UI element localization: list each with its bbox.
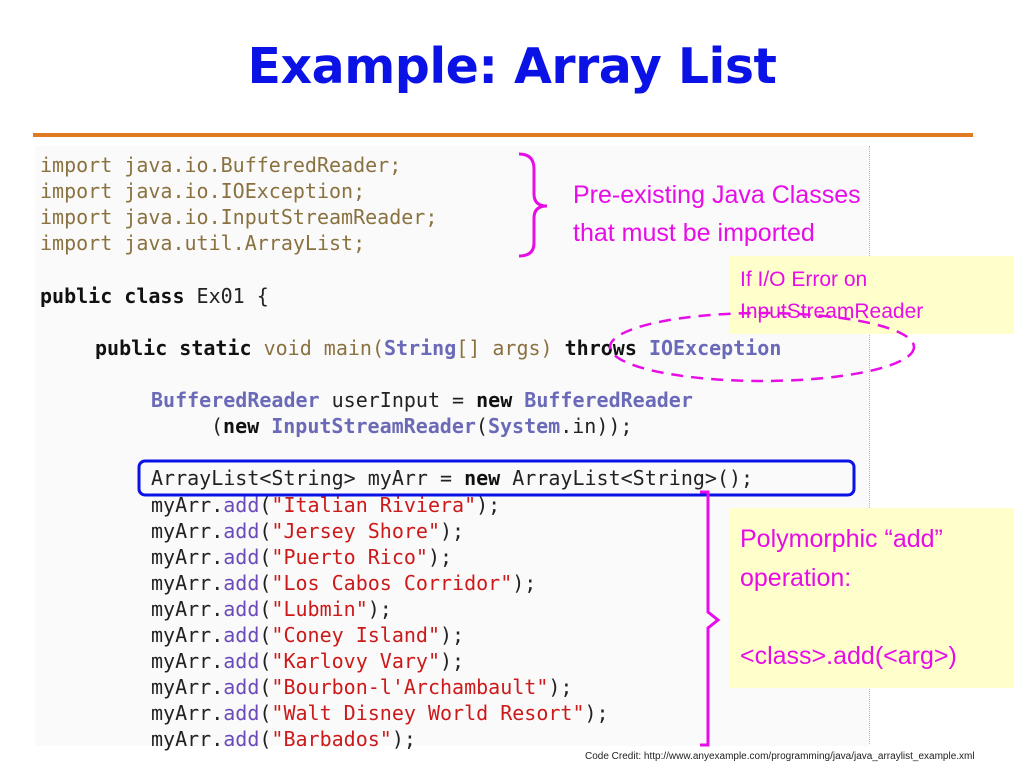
add-receiver: myArr. <box>151 675 224 699</box>
add-receiver: myArr. <box>151 597 224 621</box>
add-argument: "Bourbon-l'Archambault" <box>271 675 549 699</box>
polymorphic-callout: Polymorphic “add” operation: <class>.add… <box>730 508 1014 688</box>
add-receiver: myArr. <box>151 493 224 517</box>
polymorphic-note-line-1: Polymorphic “add” <box>740 525 943 553</box>
add-method: add <box>223 545 260 569</box>
add-argument: "Italian Riviera" <box>271 493 477 517</box>
add-method: add <box>223 493 260 517</box>
add-argument: "Los Cabos Corridor" <box>271 571 513 595</box>
add-call-line: myArr.add("Puerto Rico"); <box>151 545 453 569</box>
add-call-line: myArr.add("Los Cabos Corridor"); <box>151 571 537 595</box>
imports-note-line-1: Pre-existing Java Classes <box>573 181 861 209</box>
title-divider <box>33 133 973 137</box>
add-receiver: myArr. <box>151 623 224 647</box>
add-method: add <box>223 701 260 725</box>
add-call-line: myArr.add("Barbados"); <box>151 727 416 751</box>
add-argument: "Lubmin" <box>271 597 368 621</box>
main-keywords: public static <box>95 336 252 360</box>
add-calls-bracket <box>700 490 721 747</box>
add-call-line: myArr.add("Italian Riviera"); <box>151 493 501 517</box>
import-line-1: import java.io.BufferedReader; <box>40 153 402 177</box>
add-argument: "Coney Island" <box>271 623 440 647</box>
add-call-line: myArr.add("Karlovy Vary"); <box>151 649 465 673</box>
reader-type: BufferedReader <box>151 388 320 412</box>
add-method: add <box>223 519 260 543</box>
arraylist-highlight-box <box>137 459 856 497</box>
add-method: add <box>223 727 260 751</box>
add-argument: "Barbados" <box>271 727 392 751</box>
add-receiver: myArr. <box>151 727 224 751</box>
add-call-line: myArr.add("Lubmin"); <box>151 597 392 621</box>
io-error-note-line-2: InputStreamReader <box>740 300 924 323</box>
reader-decl: userInput = <box>319 388 477 412</box>
add-argument: "Karlovy Vary" <box>271 649 440 673</box>
add-argument: "Puerto Rico" <box>271 545 428 569</box>
class-keyword: public class <box>40 284 185 308</box>
system-tail: .in)); <box>560 414 633 438</box>
import-line-2: import java.io.IOException; <box>40 179 366 203</box>
reader-line-2: (new InputStreamReader(System.in)); <box>211 414 633 438</box>
add-method: add <box>223 675 260 699</box>
add-receiver: myArr. <box>151 571 224 595</box>
imports-note: Pre-existing Java Classes that must be i… <box>573 176 861 252</box>
add-method: add <box>223 623 260 647</box>
system-name: System <box>487 414 561 438</box>
imports-brace <box>518 152 548 258</box>
slide-title: Example: Array List <box>247 38 777 95</box>
class-name: Ex01 { <box>196 284 269 308</box>
add-argument: "Jersey Shore" <box>271 519 440 543</box>
add-call-line: myArr.add("Coney Island"); <box>151 623 465 647</box>
reader-type-2: BufferedReader <box>524 388 693 412</box>
arraylist-tail: ArrayList<String>(); <box>512 466 754 490</box>
isr-type: InputStreamReader <box>271 414 476 438</box>
code-panel-margin-line <box>869 146 870 744</box>
new-keyword: new <box>476 388 513 412</box>
arraylist-declaration-line: ArrayList<String> myArr = new ArrayList<… <box>151 465 753 491</box>
new-keyword-3: new <box>464 466 501 490</box>
new-keyword-2: new <box>223 414 260 438</box>
add-method: add <box>223 649 260 673</box>
add-call-line: myArr.add("Bourbon-l'Archambault"); <box>151 675 573 699</box>
import-line-4: import java.util.ArrayList; <box>40 231 366 255</box>
polymorphic-note-line-2: operation: <box>740 564 852 592</box>
code-credit: Code Credit: http://www.anyexample.com/p… <box>585 751 975 762</box>
exception-name: IOException <box>648 336 782 360</box>
add-receiver: myArr. <box>151 701 224 725</box>
throws-highlight-ellipse <box>608 311 916 383</box>
add-method: add <box>223 571 260 595</box>
add-method: add <box>223 597 260 621</box>
reader-line-1: BufferedReader userInput = new BufferedR… <box>151 387 693 413</box>
import-line-3: import java.io.InputStreamReader; <box>40 205 438 229</box>
add-call-line: myArr.add("Jersey Shore"); <box>151 519 465 543</box>
main-string-type: String <box>384 336 457 360</box>
main-args: [] args) <box>456 336 553 360</box>
add-receiver: myArr. <box>151 545 224 569</box>
io-error-note-line-1: If I/O Error on <box>740 268 868 291</box>
add-receiver: myArr. <box>151 519 224 543</box>
arraylist-decl: ArrayList<String> myArr = <box>151 466 465 490</box>
add-argument: "Walt Disney World Resort" <box>271 701 585 725</box>
polymorphic-note-line-4: <class>.add(<arg>) <box>740 642 957 670</box>
add-receiver: myArr. <box>151 649 224 673</box>
io-error-callout: If I/O Error on InputStreamReader <box>730 256 1014 334</box>
imports-note-line-2: that must be imported <box>573 219 815 247</box>
main-method-line: public static void main(String[] args) t… <box>95 335 781 361</box>
throws-keyword: throws <box>564 336 637 360</box>
open-paren: ( <box>211 414 224 438</box>
add-call-line: myArr.add("Walt Disney World Resort"); <box>151 701 609 725</box>
main-signature: void main( <box>263 336 385 360</box>
class-declaration-line: public class Ex01 { <box>40 283 269 309</box>
